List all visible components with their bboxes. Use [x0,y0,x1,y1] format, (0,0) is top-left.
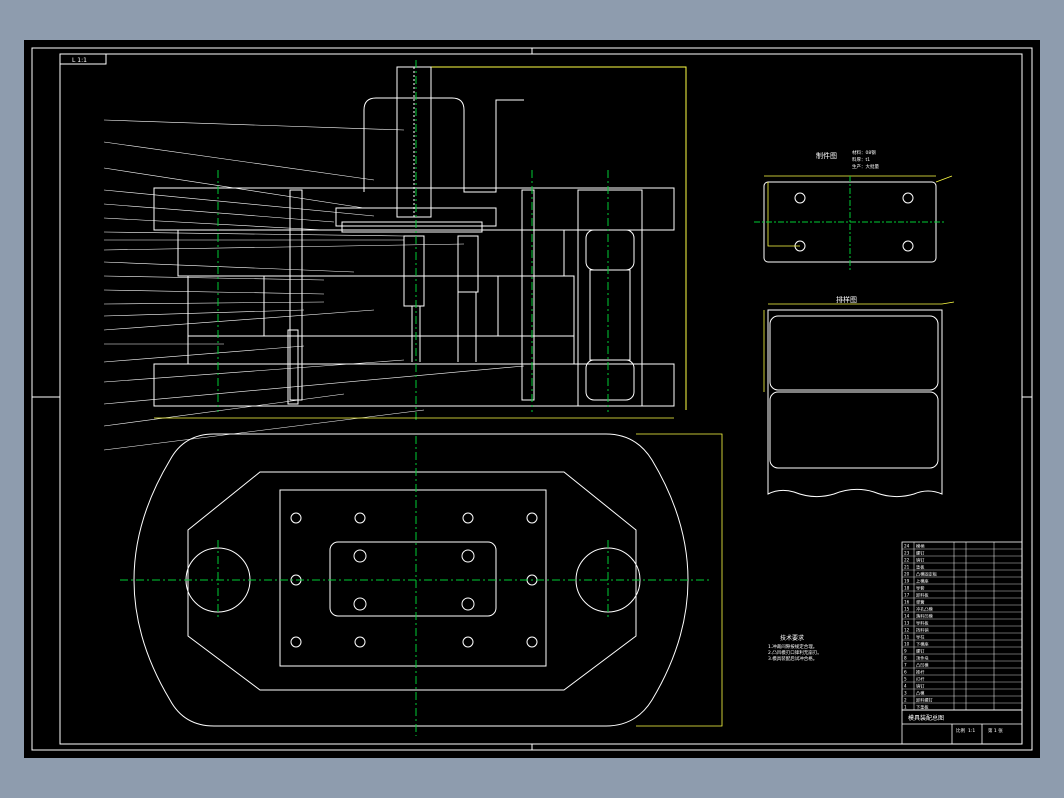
tech-req-item-1: 1.冲裁间隙按规定合理。 [768,643,817,650]
parts-list-name: 导柱 [916,634,925,641]
front-section-view [153,66,687,410]
title-block [901,709,1023,745]
parts-list-name: 下模座 [916,641,929,648]
part-note-2: 料厚：t1 [852,156,870,163]
parts-list-name: 导料板 [916,620,929,627]
parts-list-name: 挡料销 [916,627,929,634]
parts-list-number: 10 [904,642,910,647]
parts-list-number: 4 [904,684,907,689]
parts-list-number: 7 [904,663,907,668]
parts-list-name: 销钉 [916,683,925,690]
part-dimension [764,175,953,247]
strip-layout [767,309,943,498]
drawing-sheet: L 1:1 [24,40,1040,758]
parts-list-number: 11 [904,635,910,640]
parts-list-number: 18 [904,586,910,591]
parts-list-number: 23 [904,551,910,556]
tech-req-item-3: 3.模具装配后试冲合格。 [768,655,817,662]
part-centerlines [754,176,944,270]
parts-list-name: 上模座 [916,578,929,585]
parts-list-name: 凸凹模 [916,662,929,669]
parts-list-number: 9 [904,649,907,654]
parts-list-name: 打杆 [916,676,925,683]
parts-list-name: 螺钉 [916,648,925,655]
parts-list-name: 顶件块 [916,655,929,662]
parts-list-number: 13 [904,621,910,626]
frame-ticks [32,48,1032,750]
parts-list-name: 导套 [916,585,925,592]
parts-list-number: 20 [904,572,910,577]
parts-list-name: 凸模 [916,690,925,697]
parts-list-name: 垫板 [916,564,925,571]
parts-list-number: 16 [904,600,910,605]
part-note-3: 生产：大批量 [852,163,879,170]
parts-list-name: 模柄 [916,543,924,550]
parts-list-name: 销钉 [916,557,925,564]
sheet-label: 第 1 张 [988,727,1003,734]
parts-list-number: 5 [904,677,907,682]
part-note-1: 材料：08钢 [852,149,876,156]
parts-list-number: 15 [904,607,910,612]
parts-list-number: 14 [904,614,910,619]
cad-drawing: L 1:1 [31,47,1033,751]
scale-tag-box [59,53,107,65]
plan-centerlines [120,436,710,736]
strip-layout-title: 排样图 [836,295,857,304]
front-centerlines [217,60,609,420]
parts-list-name: 下垫板 [916,704,929,711]
parts-list-number: 22 [904,558,910,563]
parts-list-name: 落料凹模 [916,613,934,620]
scale-value: 1:1 [968,728,975,734]
parts-list-number: 17 [904,593,910,598]
parts-list-name: 推杆 [916,669,925,676]
parts-list-number: 1 [904,705,907,710]
parts-list-number: 24 [904,544,910,549]
part-drawing-title: 制件图 [816,151,837,160]
parts-list-number: 8 [904,656,907,661]
scale-tag: L 1:1 [72,57,87,64]
parts-list-name: 螺钉 [916,550,925,557]
drawing-name: 模具装配总图 [908,714,944,722]
leader-lines [103,119,525,451]
plan-dimension [636,433,723,727]
parts-list-name: 卸料板 [916,592,929,599]
strip-dimension [763,301,955,392]
scale-label: 比例 [956,727,965,734]
parts-list-name: 卸料螺钉 [916,697,934,704]
parts-list-number: 12 [904,628,910,633]
tech-req-heading: 技术要求 [780,634,804,642]
tech-req-item-2: 2.凸凹模刃口锋利无崩刃。 [768,649,822,656]
plan-view [133,433,689,727]
parts-list-number: 6 [904,670,907,675]
parts-list-name: 冲孔凸模 [916,606,934,613]
parts-list-name: 凸模固定板 [916,571,938,578]
parts-list-number: 19 [904,579,910,584]
inner-frame [59,53,1023,745]
parts-list-number: 3 [904,691,907,696]
parts-list-number: 2 [904,698,907,703]
parts-list-number: 21 [904,565,910,570]
parts-list-name: 弹簧 [916,599,924,606]
